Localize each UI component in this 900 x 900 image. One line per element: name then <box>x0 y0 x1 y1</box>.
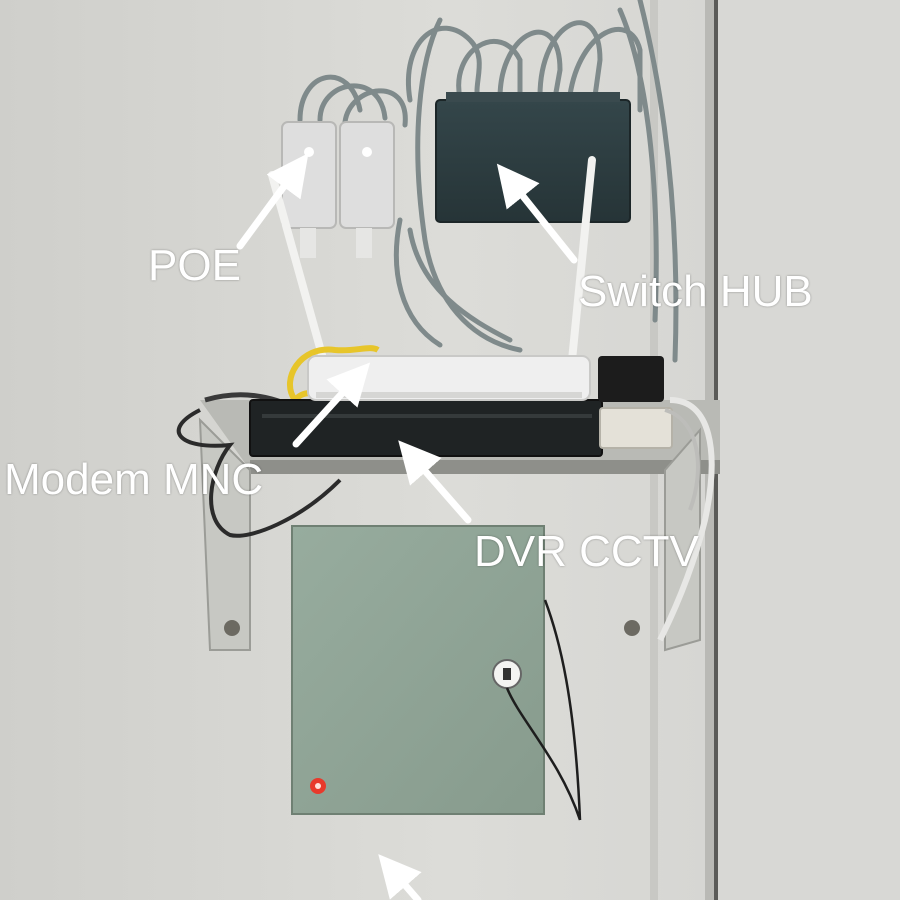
poe-label: POE <box>148 241 241 290</box>
white-connector-block <box>599 407 673 449</box>
poe-injectors <box>281 121 395 258</box>
door-panel <box>718 0 900 900</box>
modem-router-device <box>307 355 591 401</box>
white-cables-right <box>657 397 715 642</box>
gray-cable-right <box>664 408 700 511</box>
panel-wire <box>505 599 582 821</box>
dvr-cctv-device <box>249 399 603 457</box>
black-cables-left <box>176 408 342 538</box>
router-antenna-right <box>568 156 596 364</box>
switch-hub-device <box>435 92 631 223</box>
switch-hub-label: Switch HUB <box>578 267 813 316</box>
power-adapter <box>598 356 664 402</box>
callout-arrows <box>236 153 578 900</box>
dvr-cctv-label: DVR CCTV <box>474 527 699 576</box>
gray-cables-upper <box>297 0 679 363</box>
modem-label: Modem MNC <box>4 455 264 504</box>
green-panel-box <box>291 525 545 815</box>
router-antenna-left <box>268 171 326 359</box>
